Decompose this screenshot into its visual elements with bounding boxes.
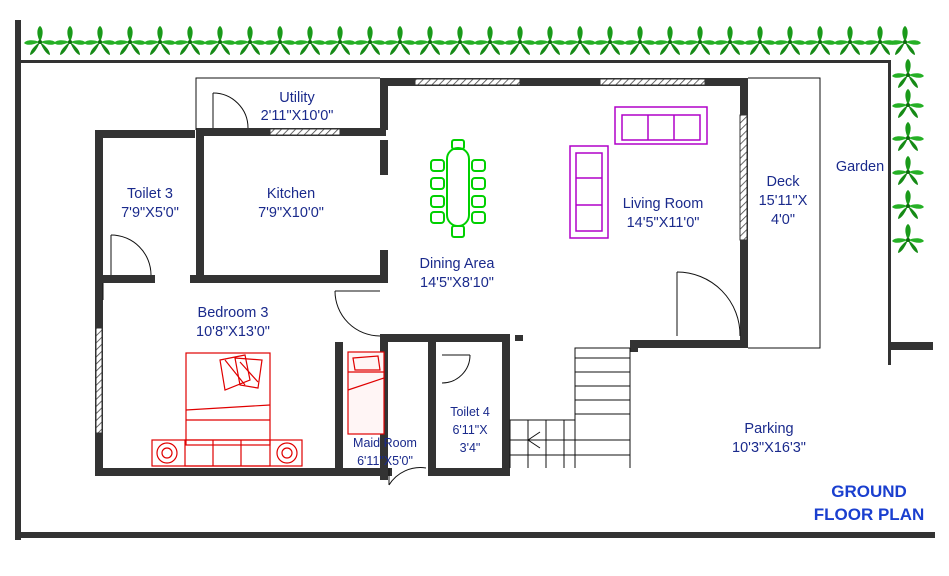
- living-label: Living Room: [623, 196, 704, 212]
- maid-room-size: 6'11"X5'0": [357, 454, 413, 468]
- room-labels: Utility 2'11"X10'0" Toilet 3 7'9"X5'0" K…: [121, 90, 924, 524]
- thin-lines: [102, 77, 821, 349]
- toilet4-label: Toilet 4: [450, 405, 490, 419]
- deck-label: Deck: [766, 174, 800, 190]
- windows: [95, 78, 748, 434]
- toilet3-size: 7'9"X5'0": [121, 205, 179, 221]
- garden-label: Garden: [836, 159, 884, 175]
- living-size: 14'5"X11'0": [627, 215, 700, 231]
- deck-size-line1: 15'11"X: [759, 193, 808, 209]
- bedroom3-size: 10'8"X13'0": [196, 324, 270, 340]
- toilet4-size-line2: 3'4": [460, 441, 481, 455]
- living-sofas: [569, 106, 708, 239]
- maid-bed: [347, 351, 385, 435]
- utility-label: Utility: [279, 90, 315, 106]
- bedroom3-label: Bedroom 3: [198, 305, 269, 321]
- plan-title-line1: GROUND: [831, 482, 907, 501]
- parking-label: Parking: [744, 421, 793, 437]
- plan-title-line2: FLOOR PLAN: [814, 505, 925, 524]
- parking-size: 10'3"X16'3": [732, 440, 806, 456]
- bedroom-furniture: [151, 352, 303, 467]
- deck-size-line2: 4'0": [771, 212, 795, 228]
- dining-label: Dining Area: [420, 256, 496, 272]
- toilet3-label: Toilet 3: [127, 186, 173, 202]
- toilet4-size-line1: 6'11"X: [452, 423, 488, 437]
- site-boundary: [15, 20, 935, 540]
- staircase: [509, 347, 631, 468]
- doors: [110, 92, 741, 486]
- utility-size: 2'11"X10'0": [261, 108, 334, 124]
- dining-size: 14'5"X8'10": [420, 275, 494, 291]
- dining-table: [430, 139, 486, 238]
- kitchen-label: Kitchen: [267, 186, 315, 202]
- kitchen-size: 7'9"X10'0": [258, 205, 324, 221]
- maid-room-label: Maid Room: [353, 436, 417, 450]
